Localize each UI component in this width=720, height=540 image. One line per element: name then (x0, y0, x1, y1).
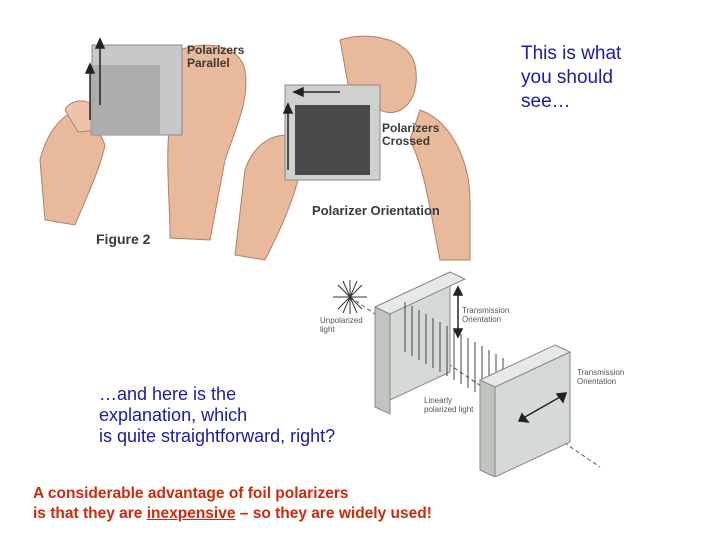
label-crossed-line2: Crossed (382, 135, 439, 148)
linearly-line1: Linearly (424, 396, 473, 405)
top-note-line3: see… (521, 90, 711, 114)
linearly-line2: polarized light (424, 405, 473, 414)
transmission1-line1: Transmission (462, 306, 509, 315)
label-polarizers-parallel: Polarizers Parallel (187, 44, 244, 70)
bottom-note-line1: A considerable advantage of foil polariz… (33, 484, 513, 504)
label-parallel-line2: Parallel (187, 57, 244, 70)
transmission2-line1: Transmission (577, 368, 624, 377)
mid-note-line1: …and here is the (99, 384, 429, 405)
mid-note-line3: is quite straightforward, right? (99, 426, 429, 447)
label-transmission-orientation-2: Transmission Orientation (577, 368, 624, 386)
figure-label: Figure 2 (96, 231, 150, 247)
top-note: This is what you should see… (521, 42, 711, 114)
bottom-note-line2-post: – so they are widely used! (235, 505, 431, 522)
transmission-arrow-1 (454, 287, 462, 337)
label-polarizers-crossed: Polarizers Crossed (382, 122, 439, 148)
bottom-note-line2: is that they are inexpensive – so they a… (33, 504, 513, 524)
polarizer-block-2 (480, 345, 570, 477)
label-unpolarized-light: Unpolarized light (320, 316, 363, 334)
bottom-note-emphasis: inexpensive (147, 505, 236, 522)
unpolarized-line2: light (320, 325, 363, 334)
mid-note-line2: explanation, which (99, 405, 429, 426)
top-note-line1: This is what (521, 42, 711, 66)
figure-caption: Polarizer Orientation (312, 203, 440, 218)
transmission2-line2: Orientation (577, 377, 624, 386)
label-transmission-orientation-1: Transmission Orientation (462, 306, 509, 324)
bottom-note-line2-pre: is that they are (33, 505, 147, 522)
label-linearly-polarized-light: Linearly polarized light (424, 396, 473, 414)
transmission1-line2: Orientation (462, 315, 509, 324)
explanation-note: …and here is the explanation, which is q… (99, 384, 429, 447)
polarizer-front-crossed (295, 105, 370, 175)
top-note-line2: you should (521, 66, 711, 90)
advantage-note: A considerable advantage of foil polariz… (33, 484, 513, 524)
unpolarized-line1: Unpolarized (320, 316, 363, 325)
unpolarized-starburst-icon (333, 280, 367, 314)
